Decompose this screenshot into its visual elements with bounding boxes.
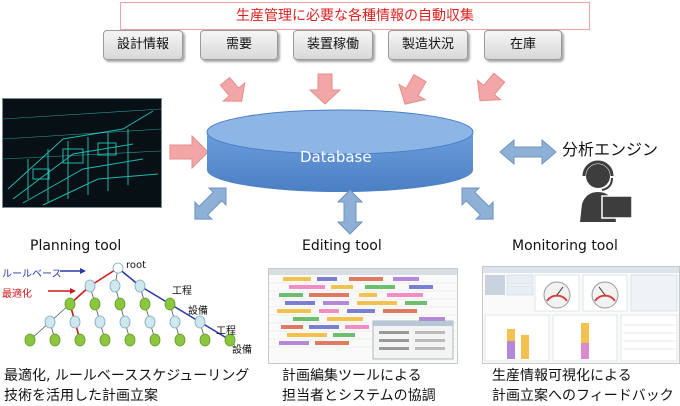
database-label: Database <box>300 148 372 166</box>
planning-tree-diagram <box>24 262 236 347</box>
dashboard-bars <box>507 329 529 359</box>
source-equipment-operation: 装置稼働 <box>293 30 373 60</box>
monitoring-caption-line1: 生産情報可視化による <box>492 368 632 384</box>
arrow-from-demand <box>308 73 342 105</box>
tree-process-label-2: 工程 <box>216 326 236 337</box>
editing-tool-screenshot <box>268 268 458 364</box>
tree-nodes-equipment <box>24 297 236 347</box>
tree-nodes-process <box>44 262 206 329</box>
gantt-chart-image <box>269 269 457 360</box>
tree-root-label: root <box>126 260 147 271</box>
editing-caption-line2: 担当者とシステムの協調 <box>282 388 436 404</box>
editing-caption-line1: 計画編集ツールによる <box>282 368 422 384</box>
monitoring-tool-screenshot <box>482 266 680 364</box>
bidirectional-arrow-monitoring <box>461 187 494 220</box>
bidirectional-arrow-engine <box>499 138 557 166</box>
database-cylinder <box>206 109 474 192</box>
gauge-2 <box>582 274 628 312</box>
tree-process-label-1: 工程 <box>172 286 192 297</box>
arrow-from-design-info <box>219 76 246 102</box>
header-banner: 生産管理に必要な各種情報の自動収集 <box>120 2 590 30</box>
source-manufacturing-status: 製造状況 <box>388 30 468 60</box>
planning-caption-line2: 技術を活用した計画立案 <box>4 388 158 404</box>
planning-tool-title: Planning tool <box>30 238 122 254</box>
monitoring-caption-line2: 計画立案へのフィードバック <box>492 388 674 404</box>
optimization-legend: 最適化 <box>2 289 32 300</box>
editing-tool-title: Editing tool <box>302 238 382 254</box>
source-demand: 需要 <box>200 30 278 60</box>
rule-based-legend: ルールベース <box>2 269 62 280</box>
analytics-engine-label: 分析エンジン <box>562 140 659 159</box>
operator-headset-icon <box>580 160 633 222</box>
gauge-1 <box>534 274 580 312</box>
tree-equipment-label-1: 設備 <box>188 306 208 317</box>
bidirectional-arrow-editing <box>336 189 364 235</box>
arrow-from-manufacturing <box>398 73 427 105</box>
cad-wiring-image <box>3 99 161 207</box>
dashboard-image <box>483 267 679 362</box>
arrow-from-cad <box>169 134 209 170</box>
gantt-bars <box>277 277 445 345</box>
tree-equipment-label-2: 設備 <box>232 345 252 356</box>
gantt-popup-dialog <box>372 320 454 360</box>
legend-arrows <box>48 268 86 294</box>
planning-caption-line1: 最適化, ルールベーススケジューリング <box>4 368 250 384</box>
monitoring-tool-title: Monitoring tool <box>512 238 618 254</box>
cad-screenshot <box>2 98 162 208</box>
source-inventory: 在庫 <box>484 30 562 60</box>
arrow-from-inventory <box>476 72 506 102</box>
bidirectional-arrow-planning <box>194 187 227 220</box>
source-design-info: 設計情報 <box>103 30 183 60</box>
